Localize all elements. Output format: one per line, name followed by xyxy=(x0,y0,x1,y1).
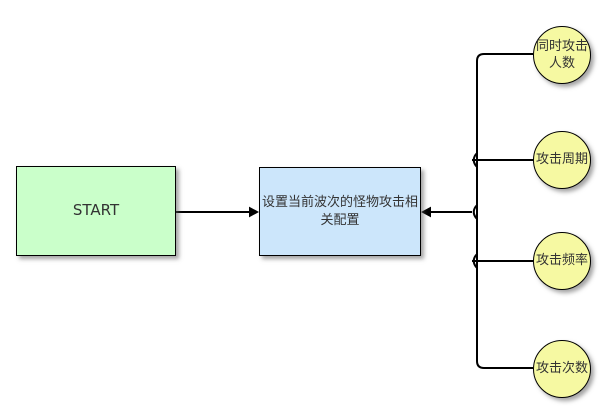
node-simultaneous-attackers: 同时攻击人数 xyxy=(533,26,591,84)
arrowhead-config-left xyxy=(249,206,259,218)
node-attack-count: 攻击次数 xyxy=(533,340,591,398)
junction-params-to-config xyxy=(472,204,478,220)
node-attack-frequency-label: 攻击频率 xyxy=(535,253,588,269)
node-attack-config-label: 设置当前波次的怪物攻击相关配置 xyxy=(261,195,418,228)
node-start-label: START xyxy=(72,201,120,220)
junction-attack-frequency xyxy=(472,253,478,269)
node-attack-period-label: 攻击周期 xyxy=(535,152,588,168)
node-simultaneous-attackers-label: 同时攻击人数 xyxy=(535,38,588,71)
params-trunk-line xyxy=(476,53,533,369)
node-attack-count-label: 攻击次数 xyxy=(535,361,588,377)
node-start: START xyxy=(16,166,176,256)
node-attack-period: 攻击周期 xyxy=(533,131,591,189)
node-attack-frequency: 攻击频率 xyxy=(533,232,591,290)
node-attack-config: 设置当前波次的怪物攻击相关配置 xyxy=(259,167,421,256)
junction-attack-period xyxy=(472,152,478,168)
arrowhead-config-right xyxy=(421,206,431,218)
